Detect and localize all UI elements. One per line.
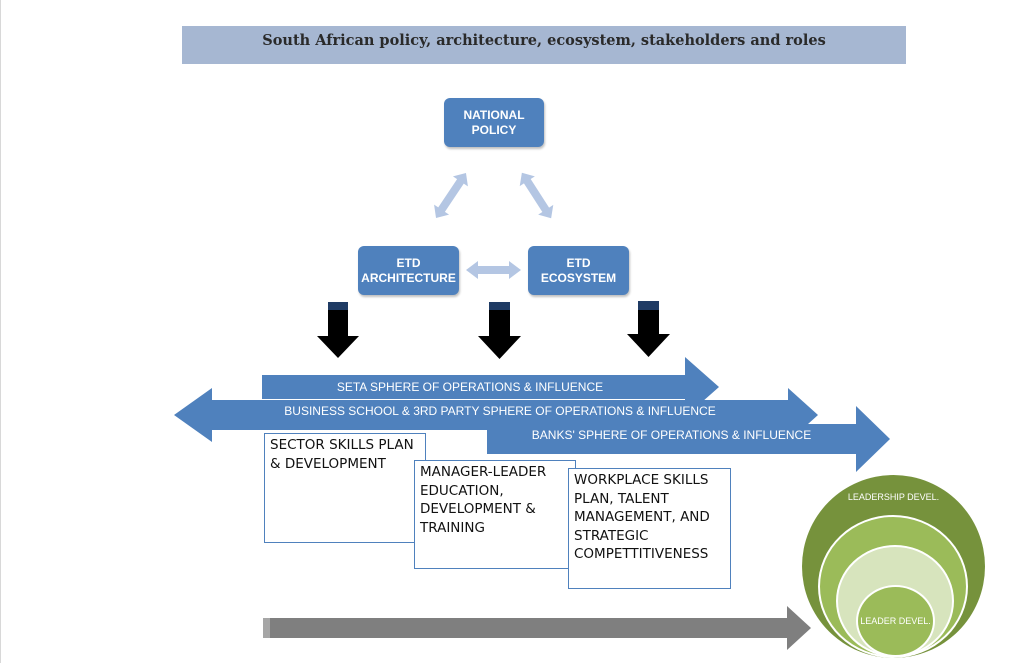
workplace-skills-box: WORKPLACE SKILLS PLAN, TALENT MANAGEMENT… (568, 468, 731, 589)
progress-arrow-tail (263, 618, 270, 638)
down-arrow-left (317, 302, 359, 358)
box-line: DEVELOPMENT & (420, 501, 536, 517)
node-line: ARCHITECTURE (361, 270, 456, 285)
banks-sphere-arrow (487, 406, 890, 472)
architecture-ecosystem-connector (466, 261, 521, 279)
leader-development-inner-circle (856, 585, 935, 657)
box-line: MANAGEMENT, AND (574, 509, 710, 525)
manager-leader-box: MANAGER-LEADER EDUCATION, DEVELOPMENT & … (414, 460, 576, 569)
node-line: ETD (566, 255, 591, 270)
seta-sphere-arrow (262, 357, 719, 417)
diagram-title-text: South African policy, architecture, ecos… (262, 32, 826, 49)
national-policy-node: NATIONAL POLICY (444, 98, 544, 147)
sector-skills-box: SECTOR SKILLS PLAN & DEVELOPMENT (264, 433, 426, 543)
seta-sphere-label: SETA SPHERE OF OPERATIONS & INFLUENCE (336, 380, 604, 394)
node-line: ETD (396, 255, 421, 270)
diagram-title: South African policy, architecture, ecos… (182, 26, 906, 64)
node-line: NATIONAL (463, 107, 525, 122)
page-edge-line (0, 0, 1, 663)
box-line: & DEVELOPMENT (270, 455, 386, 472)
progress-arrow (263, 606, 811, 650)
box-line: STRATEGIC (574, 527, 649, 544)
box-line: WORKPLACE SKILLS (574, 472, 709, 488)
box-line: PLAN, TALENT (574, 490, 669, 507)
banks-sphere-label: BANKS' SPHERE OF OPERATIONS & INFLUENCE (531, 428, 812, 442)
leadership-devel-label: LEADERSHIP DEVEL. (847, 492, 940, 502)
down-arrow-right (627, 301, 670, 357)
business-school-sphere-label: BUSINESS SCHOOL & 3RD PARTY SPHERE OF OP… (284, 404, 716, 418)
node-line: POLICY (471, 122, 517, 137)
node-line: ECOSYSTEM (540, 270, 617, 285)
box-line: TRAINING (420, 519, 485, 536)
down-arrow-center (478, 302, 521, 359)
etd-ecosystem-node: ETD ECOSYSTEM (528, 246, 629, 295)
policy-architecture-connector (434, 173, 468, 218)
policy-ecosystem-connector (519, 172, 554, 219)
box-line: COMPETTITIVENESS (574, 546, 709, 562)
box-line: SECTOR SKILLS PLAN (270, 437, 414, 453)
box-line: EDUCATION, (420, 482, 504, 499)
leader-devel-label: LEADER DEVEL. (860, 616, 931, 626)
box-line: MANAGER-LEADER (420, 464, 547, 480)
etd-architecture-node: ETD ARCHITECTURE (358, 246, 459, 295)
